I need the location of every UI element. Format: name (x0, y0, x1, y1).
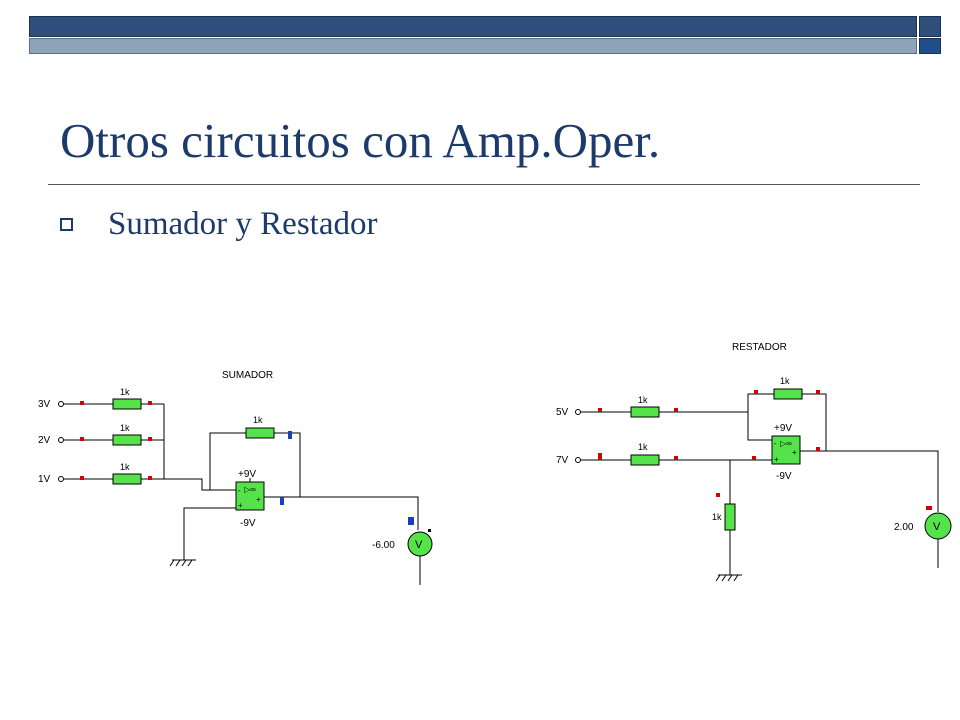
supply-negative-label: -9V (776, 471, 792, 482)
red-marker-icon (926, 506, 932, 510)
input-voltage-label: 5V (556, 407, 569, 418)
red-marker-icon (598, 453, 602, 460)
resistor-label: 1k (120, 423, 130, 433)
ground-icon (715, 574, 742, 582)
op-amp-plus-sign: + (238, 501, 243, 510)
header-square-blue (919, 38, 941, 54)
sumador-input-3v: 3V 1k (38, 387, 164, 410)
op-amp-output-sign: + (256, 495, 261, 504)
red-marker-icon (674, 408, 678, 412)
red-marker-icon (80, 401, 84, 405)
red-marker-icon (148, 437, 152, 441)
voltmeter-reading: -6.00 (372, 540, 395, 551)
resistor (112, 473, 142, 485)
restador-input-7v: 7V 1k (556, 442, 772, 466)
restador-input-5v: 5V 1k (556, 395, 748, 418)
bullet-text: Sumador y Restador (108, 206, 378, 242)
voltmeter-symbol: V (415, 539, 423, 551)
red-marker-icon (754, 390, 758, 394)
sumador-input-2v: 2V 1k (38, 423, 164, 446)
supply-positive-label: +9V (774, 423, 792, 434)
resistor-label: 1k (120, 462, 130, 472)
voltmeter-symbol: V (933, 521, 941, 533)
voltmeter-reading: 2.00 (894, 522, 914, 533)
op-amp-minus-sign: - (238, 486, 241, 495)
red-marker-icon (80, 476, 84, 480)
feedback-resistor (245, 427, 275, 439)
feedback-resistor-label: 1k (253, 415, 263, 425)
feedback-resistor-label: 1k (780, 376, 790, 386)
header-bar-light (29, 38, 917, 54)
blue-marker-icon (288, 431, 292, 439)
resistor-label: 1k (120, 387, 130, 397)
blue-marker-icon (280, 497, 284, 505)
red-marker-icon (752, 456, 756, 460)
input-voltage-label: 3V (38, 399, 51, 410)
sumador-input-1v: 1V 1k (38, 462, 164, 485)
red-marker-icon (816, 447, 820, 451)
op-amp-symbol: ▷∞ (244, 485, 256, 494)
ground-resistor-label: 1k (712, 512, 722, 522)
op-amp-plus-sign: + (774, 455, 779, 464)
supply-positive-label: +9V (238, 469, 256, 480)
restador-circuit: RESTADOR 5V 1k 7V 1k 1k (556, 342, 952, 582)
red-marker-icon (716, 493, 720, 497)
input-voltage-label: 1V (38, 474, 51, 485)
ground-resistor (724, 503, 736, 531)
header-square-dark (919, 16, 941, 37)
op-amp-output-sign: + (792, 448, 797, 457)
resistor (112, 434, 142, 446)
sumador-circuit: SUMADOR 3V 1k 2V 1k 1V (38, 370, 433, 585)
red-marker-icon (816, 390, 820, 394)
op-amp-symbol: ▷∞ (780, 439, 792, 448)
slide-header-bar (29, 16, 941, 54)
red-marker-icon (148, 401, 152, 405)
op-amp (771, 435, 801, 465)
resistor-label: 1k (638, 442, 648, 452)
resistor (630, 454, 660, 466)
red-marker-icon (80, 437, 84, 441)
input-voltage-label: 7V (556, 455, 569, 466)
resistor-label: 1k (638, 395, 648, 405)
sumador-label: SUMADOR (222, 370, 273, 381)
red-marker-icon (674, 456, 678, 460)
supply-negative-label: -9V (240, 518, 256, 529)
ground-icon (169, 559, 196, 567)
resistor (630, 406, 660, 418)
hollow-square-bullet-icon (60, 218, 73, 231)
resistor (112, 398, 142, 410)
red-marker-icon (598, 408, 602, 412)
slide-title: Otros circuitos con Amp.Oper. (60, 113, 661, 168)
blue-marker-icon (408, 517, 414, 525)
red-marker-icon (148, 476, 152, 480)
input-voltage-label: 2V (38, 435, 51, 446)
title-divider (48, 184, 920, 185)
op-amp-minus-sign: - (774, 439, 777, 448)
header-bar-dark (29, 16, 917, 37)
feedback-resistor (773, 388, 803, 400)
restador-label: RESTADOR (732, 342, 787, 353)
